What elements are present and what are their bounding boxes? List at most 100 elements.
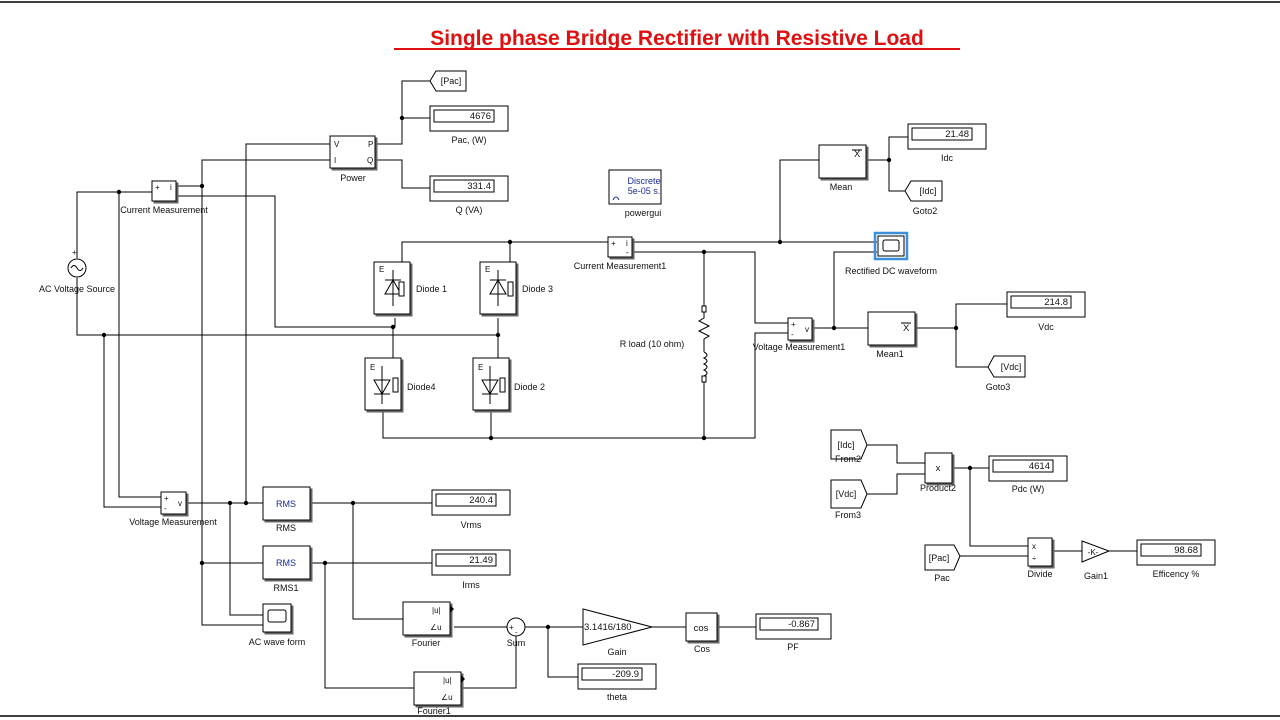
svg-text:-: -: [515, 628, 518, 637]
wire-junctions: [101, 115, 973, 630]
svg-text:+: +: [155, 183, 160, 192]
display-irms[interactable]: 21.49 Irms: [431, 549, 511, 590]
svg-text:Sum: Sum: [507, 638, 526, 648]
svg-text:PF: PF: [787, 642, 799, 652]
display-idc[interactable]: 21.48 Idc: [907, 123, 987, 163]
svg-text:i: i: [170, 183, 172, 192]
svg-text:Mean: Mean: [830, 182, 853, 192]
svg-text:Discrete: Discrete: [627, 176, 660, 186]
svg-text:i: i: [626, 239, 628, 248]
ac-plus-port: +: [72, 248, 77, 257]
svg-text:Fourier: Fourier: [412, 638, 441, 648]
fourier-block[interactable]: |u| ∠u Fourier: [402, 601, 454, 648]
mean-block[interactable]: X Mean: [818, 144, 867, 192]
voltage-measurement1-block[interactable]: + - v Voltage Measurement1: [753, 317, 846, 352]
display-pdc[interactable]: 4614 Pdc (W): [988, 455, 1068, 494]
svg-text:21.49: 21.49: [469, 555, 493, 566]
svg-text:Diode 3: Diode 3: [522, 284, 553, 294]
diode-2-block[interactable]: E Diode 2: [472, 357, 545, 411]
fourier1-block[interactable]: |u| ∠u Fourier1: [413, 671, 465, 716]
svg-text:4676: 4676: [470, 111, 491, 122]
cos-block[interactable]: cos Cos: [685, 612, 718, 654]
display-efficiency[interactable]: 98.68 Efficency %: [1136, 539, 1216, 579]
gain-block[interactable]: 3.1416/180 Gain: [582, 608, 654, 657]
svg-text:4614: 4614: [1029, 461, 1050, 472]
svg-text:5e-05 s.: 5e-05 s.: [628, 186, 661, 196]
svg-text:Gain1: Gain1: [1084, 571, 1108, 581]
display-theta[interactable]: -209.9 theta: [577, 663, 657, 702]
svg-text:÷: ÷: [1032, 554, 1037, 563]
svg-text:∠u: ∠u: [430, 623, 442, 632]
svg-text:[Vdc]: [Vdc]: [836, 489, 857, 499]
svg-text:E: E: [370, 363, 375, 372]
svg-text:21.48: 21.48: [945, 129, 969, 140]
powergui-block[interactable]: Discrete 5e-05 s. powergui: [608, 169, 662, 218]
display-pf[interactable]: -0.867 PF: [755, 613, 832, 652]
ac-voltage-source-label: AC Voltage Source: [39, 284, 115, 294]
product2-block[interactable]: x Product2: [920, 452, 956, 493]
sum-block[interactable]: + - Sum: [506, 617, 526, 648]
svg-text:331.4: 331.4: [467, 181, 491, 192]
r-load-block[interactable]: R load (10 ohm): [620, 305, 711, 383]
svg-text:RMS: RMS: [276, 523, 296, 533]
svg-text:Pac, (W): Pac, (W): [452, 135, 487, 145]
rms-block[interactable]: RMS RMS: [262, 486, 311, 533]
from2-idc-tag[interactable]: [Idc] From2: [830, 429, 868, 464]
power-block[interactable]: V I P Q Power: [329, 135, 376, 183]
voltage-measurement-block[interactable]: + - v Voltage Measurement: [129, 491, 217, 527]
current-measurement-block[interactable]: + i Current Measurement: [120, 180, 208, 215]
svg-text:[Pac]: [Pac]: [929, 553, 950, 563]
svg-text:E: E: [485, 265, 490, 274]
current-measurement1-block[interactable]: + i - Current Measurement1: [574, 236, 667, 271]
svg-text:Diode 1: Diode 1: [416, 284, 447, 294]
svg-text:-: -: [791, 330, 794, 339]
svg-text:E: E: [478, 363, 483, 372]
svg-text:3.1416/180: 3.1416/180: [584, 622, 632, 633]
svg-text:From2: From2: [835, 454, 861, 464]
svg-text:-: -: [164, 504, 167, 513]
svg-text:Divide: Divide: [1027, 569, 1052, 579]
svg-text:214.8: 214.8: [1044, 297, 1068, 308]
svg-text:Q (VA): Q (VA): [456, 205, 483, 215]
svg-text:Gain: Gain: [607, 647, 626, 657]
svg-text:-0.867: -0.867: [788, 619, 815, 630]
svg-text:Efficency %: Efficency %: [1153, 569, 1200, 579]
svg-text:From3: From3: [835, 510, 861, 520]
scope-icon: [882, 239, 900, 252]
display-pac[interactable]: 4676 Pac, (W): [429, 105, 509, 145]
svg-text:R load (10 ohm): R load (10 ohm): [620, 339, 685, 349]
svg-text:Goto2: Goto2: [913, 206, 938, 216]
display-vrms[interactable]: 240.4 Vrms: [431, 489, 511, 530]
svg-text:v: v: [178, 499, 182, 508]
svg-text:240.4: 240.4: [469, 495, 493, 506]
diode-4-block[interactable]: E Diode4: [364, 357, 436, 411]
diode-1-block[interactable]: E Diode 1: [373, 261, 447, 315]
svg-text:|u|: |u|: [443, 676, 452, 685]
rms1-block[interactable]: RMS RMS1: [262, 545, 311, 593]
mean1-block[interactable]: X Mean1: [867, 311, 916, 359]
svg-text:[Idc]: [Idc]: [919, 186, 936, 196]
svg-text:[Idc]: [Idc]: [837, 440, 854, 450]
diode-3-block[interactable]: E Diode 3: [479, 261, 553, 315]
rectified-dc-scope[interactable]: Rectified DC waveform: [845, 231, 937, 276]
from3-vdc-tag[interactable]: [Vdc] From3: [830, 479, 868, 520]
svg-text:Idc: Idc: [941, 153, 954, 163]
svg-text:+: +: [509, 623, 514, 632]
ac-wave-scope[interactable]: AC wave form: [249, 603, 306, 647]
display-vdc[interactable]: 214.8 Vdc: [1006, 291, 1086, 332]
svg-text:∠u: ∠u: [441, 693, 453, 702]
display-q[interactable]: 331.4 Q (VA): [429, 175, 509, 215]
goto2-idc-tag[interactable]: [Idc] Goto2: [904, 180, 943, 216]
svg-text:Fourier1: Fourier1: [417, 706, 451, 716]
goto3-vdc-tag[interactable]: [Vdc] Goto3: [986, 355, 1026, 392]
svg-text:RMS: RMS: [276, 558, 296, 568]
from-pac-tag[interactable]: [Pac] Pac: [924, 544, 961, 583]
ac-voltage-source-block[interactable]: + AC Voltage Source: [39, 248, 115, 294]
svg-text:[Pac]: [Pac]: [441, 76, 462, 86]
svg-text:theta: theta: [607, 692, 627, 702]
divide-block[interactable]: x ÷ Divide: [1027, 537, 1053, 579]
goto-pac-tag[interactable]: [Pac]: [429, 70, 467, 92]
gain1-block[interactable]: -K- Gain1: [1081, 540, 1111, 581]
scope-icon: [267, 609, 287, 623]
